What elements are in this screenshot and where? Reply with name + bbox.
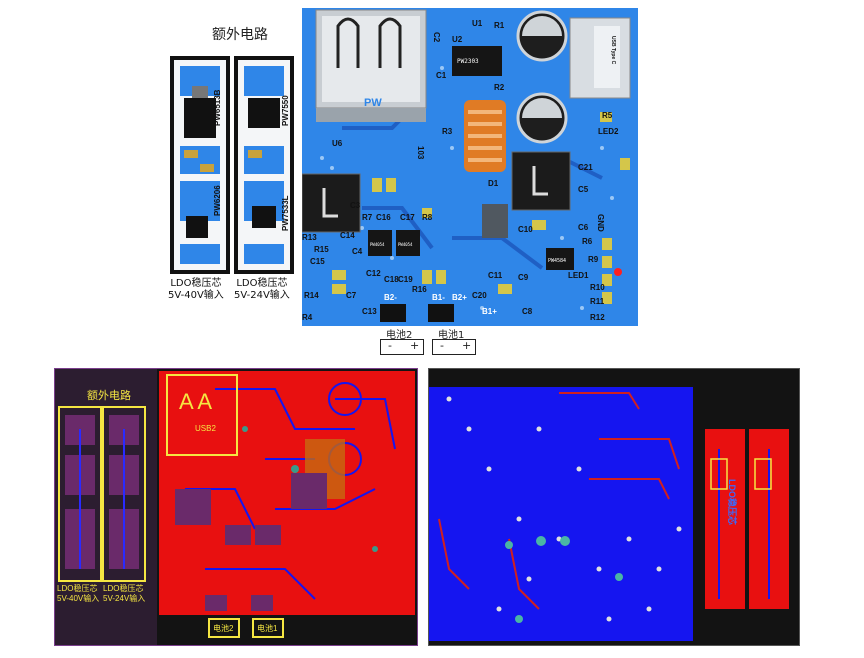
main-pcb-render: PW USB Type C PW2303 PW4054 PW4054 PW458… (301, 8, 638, 326)
ref-c1: C1 (436, 71, 447, 80)
bl-ldo-right-line1: LDO稳压芯 (103, 583, 143, 593)
ref-r12: R12 (590, 313, 605, 322)
chip-right-label: PW4584 (548, 258, 566, 264)
ref-r10: R10 (590, 283, 605, 292)
led-indicator (614, 268, 622, 276)
battery1-connector: 电池1 - + (428, 326, 478, 356)
usb-c-label: USB Type C (610, 36, 616, 65)
ref-r1: R1 (494, 21, 505, 30)
bl-ldo-right-line2: 5V-24V输入 (103, 593, 145, 603)
b1-minus-pad: B1- (432, 293, 445, 302)
ref-c15: C15 (310, 257, 325, 266)
ref-d1: D1 (488, 179, 499, 188)
main-pcb-svg: PW USB Type C PW2303 PW4054 PW4054 PW458… (301, 8, 638, 326)
ref-c21: C21 (578, 163, 593, 172)
ref-c4: C4 (352, 247, 363, 256)
ref-c17: C17 (400, 213, 415, 222)
ldo-left-chip-b: PW6206 (213, 185, 222, 216)
ref-u1: U1 (472, 19, 483, 28)
ref-c12: C12 (366, 269, 381, 278)
ldo-right-caption: LDO稳压芯 5V-24V输入 (234, 278, 290, 302)
ldo-right-chip-b: PW7533L (281, 195, 290, 231)
ref-r8: R8 (422, 213, 433, 222)
ref-c11: C11 (488, 271, 503, 280)
ref-u2: U2 (452, 35, 463, 44)
b2-minus-pad: B2- (384, 293, 397, 302)
ref-c20: C20 (472, 291, 487, 300)
battery2-label: 电池2 (386, 330, 413, 341)
ref-r13: R13 (302, 233, 317, 242)
pcb-bottom-layer-view: LDO稳压芯 (428, 368, 800, 646)
ref-r16: R16 (412, 285, 427, 294)
ref-led2: LED2 (598, 127, 619, 136)
bl-usb2-label: USB2 (195, 424, 216, 433)
gnd-label: GND (596, 214, 605, 232)
bl-ldo-left-line2: 5V-40V输入 (57, 593, 99, 603)
ldo-left-caption-line2: 5V-40V输入 (168, 290, 224, 301)
usb-a-label: PW (364, 97, 382, 109)
extra-circuit-title: 额外电路 (212, 27, 268, 43)
pcb-top-layer-view: 额外电路 LDO稳压芯 5V-40V输入 LDO稳压芯 5V-24V输入 (54, 368, 418, 646)
ref-c6: C6 (578, 223, 589, 232)
chip-top-label: PW2303 (457, 58, 479, 65)
battery2-connector: 电池2 - + (376, 326, 426, 356)
pcb-top-layer-svg: 额外电路 LDO稳压芯 5V-40V输入 LDO稳压芯 5V-24V输入 (55, 369, 415, 645)
b1-plus-pad: B1+ (482, 307, 497, 316)
battery1-label: 电池1 (438, 330, 465, 341)
ldo-left-board: PW6513B PW6206 (174, 60, 226, 270)
ref-c18: C18 (384, 275, 399, 284)
battery1-minus: - (440, 339, 444, 352)
bl-battery2-label: 电池2 (213, 623, 234, 633)
ref-r2: R2 (494, 83, 505, 92)
ref-u6: U6 (332, 139, 343, 148)
ldo-module-left: PW6513B PW6206 (170, 56, 230, 274)
ref-c16: C16 (376, 213, 391, 222)
chip-mid-left-label: PW4054 (370, 242, 385, 247)
ref-c7: C7 (346, 291, 357, 300)
ldo-left-chip-a: PW6513B (213, 89, 222, 126)
bl-big-letters: A A (179, 389, 212, 414)
chip-mid-right-label: PW4054 (398, 242, 413, 247)
bl-extra-circuit-title: 额外电路 (87, 389, 131, 402)
ldo-right-caption-line2: 5V-24V输入 (234, 290, 290, 301)
ref-r11: R11 (590, 297, 605, 306)
ref-c2: C2 (432, 32, 441, 43)
ref-r7: R7 (362, 213, 373, 222)
ref-r4: R4 (302, 313, 313, 322)
ref-r9: R9 (588, 255, 599, 264)
ref-c5: C5 (578, 185, 589, 194)
b2-plus-pad: B2+ (452, 293, 467, 302)
ref-c14: C14 (340, 231, 355, 240)
battery2-minus: - (388, 339, 392, 352)
ref-r6: R6 (582, 237, 593, 246)
bl-battery1-label: 电池1 (257, 623, 278, 633)
ldo-right-chip-a: PW7550 (281, 95, 290, 126)
ref-r14: R14 (304, 291, 319, 300)
ref-r5: R5 (602, 111, 613, 120)
ref-r3: R3 (442, 127, 453, 136)
ref-c8: C8 (522, 307, 533, 316)
battery2-plus: + (410, 339, 420, 352)
ref-c13: C13 (362, 307, 377, 316)
pcb-bottom-layer-svg: LDO稳压芯 (429, 387, 789, 641)
battery1-plus: + (462, 339, 472, 352)
bl-ldo-left-line1: LDO稳压芯 (57, 583, 97, 593)
ref-c3: C3 (350, 201, 361, 210)
ref-103: 103 (416, 146, 425, 160)
ref-r15: R15 (314, 245, 329, 254)
ref-c9: C9 (518, 273, 529, 282)
ldo-right-caption-line1: LDO稳压芯 (236, 278, 288, 289)
ref-c10: C10 (518, 225, 533, 234)
ldo-right-board: PW7550 PW7533L (238, 60, 290, 270)
br-ldo-label: LDO稳压芯 (727, 479, 738, 525)
ref-c19: C19 (398, 275, 413, 284)
ldo-module-right: PW7550 PW7533L (234, 56, 294, 274)
ldo-left-caption: LDO稳压芯 5V-40V输入 (168, 278, 224, 302)
ref-led1: LED1 (568, 271, 589, 280)
ldo-left-caption-line1: LDO稳压芯 (170, 278, 222, 289)
